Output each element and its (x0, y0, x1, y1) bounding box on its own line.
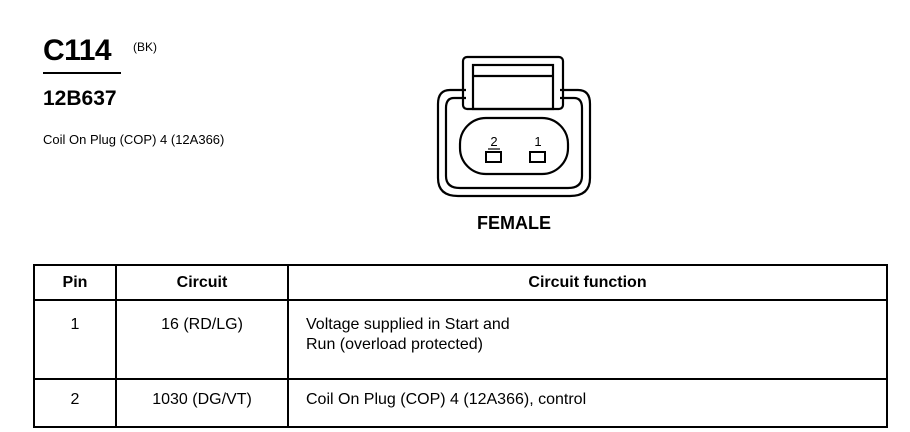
circuit-function-line: Run (overload protected) (306, 336, 483, 353)
header-circuit-function: Circuit function (287, 264, 888, 301)
connector-gender-label: FEMALE (477, 213, 551, 233)
cavity-label-2: 2 (490, 134, 497, 149)
header-pin: Pin (33, 264, 117, 301)
part-number: 12B637 (43, 87, 117, 110)
cavity-label-1: 1 (534, 134, 541, 149)
circuit-code: 16 (RD/LG) (115, 299, 289, 380)
connector-description: Coil On Plug (COP) 4 (12A366) (43, 132, 225, 147)
table-row: 1 16 (RD/LG) Voltage supplied in Start a… (33, 299, 888, 380)
table-row: 2 1030 (DG/VT) Coil On Plug (COP) 4 (12A… (33, 378, 888, 428)
circuit-function: Coil On Plug (COP) 4 (12A366), control (287, 378, 888, 428)
circuit-code: 1030 (DG/VT) (115, 378, 289, 428)
circuit-function: Voltage supplied in Start and Run (overl… (287, 299, 888, 380)
circuit-function-line: Voltage supplied in Start and (306, 316, 510, 333)
title-underline (43, 72, 121, 74)
connector-housing (436, 88, 592, 198)
pin-number: 2 (33, 378, 117, 428)
cavity-outline (458, 116, 570, 176)
pin-number: 1 (33, 299, 117, 380)
connector-color-code: (BK) (133, 40, 157, 54)
pin-terminal-2 (485, 151, 502, 163)
pin-terminal-1 (529, 151, 546, 163)
connector-id: C114 (43, 34, 112, 67)
table-header-row: Pin Circuit Circuit function (33, 264, 888, 301)
pinout-table: Pin Circuit Circuit function 1 16 (RD/LG… (33, 264, 888, 428)
header-circuit: Circuit (115, 264, 289, 301)
circuit-function-line: Coil On Plug (COP) 4 (12A366), control (306, 391, 587, 408)
locking-tab (461, 55, 565, 111)
connector-face-drawing: 2 1 (436, 55, 592, 198)
